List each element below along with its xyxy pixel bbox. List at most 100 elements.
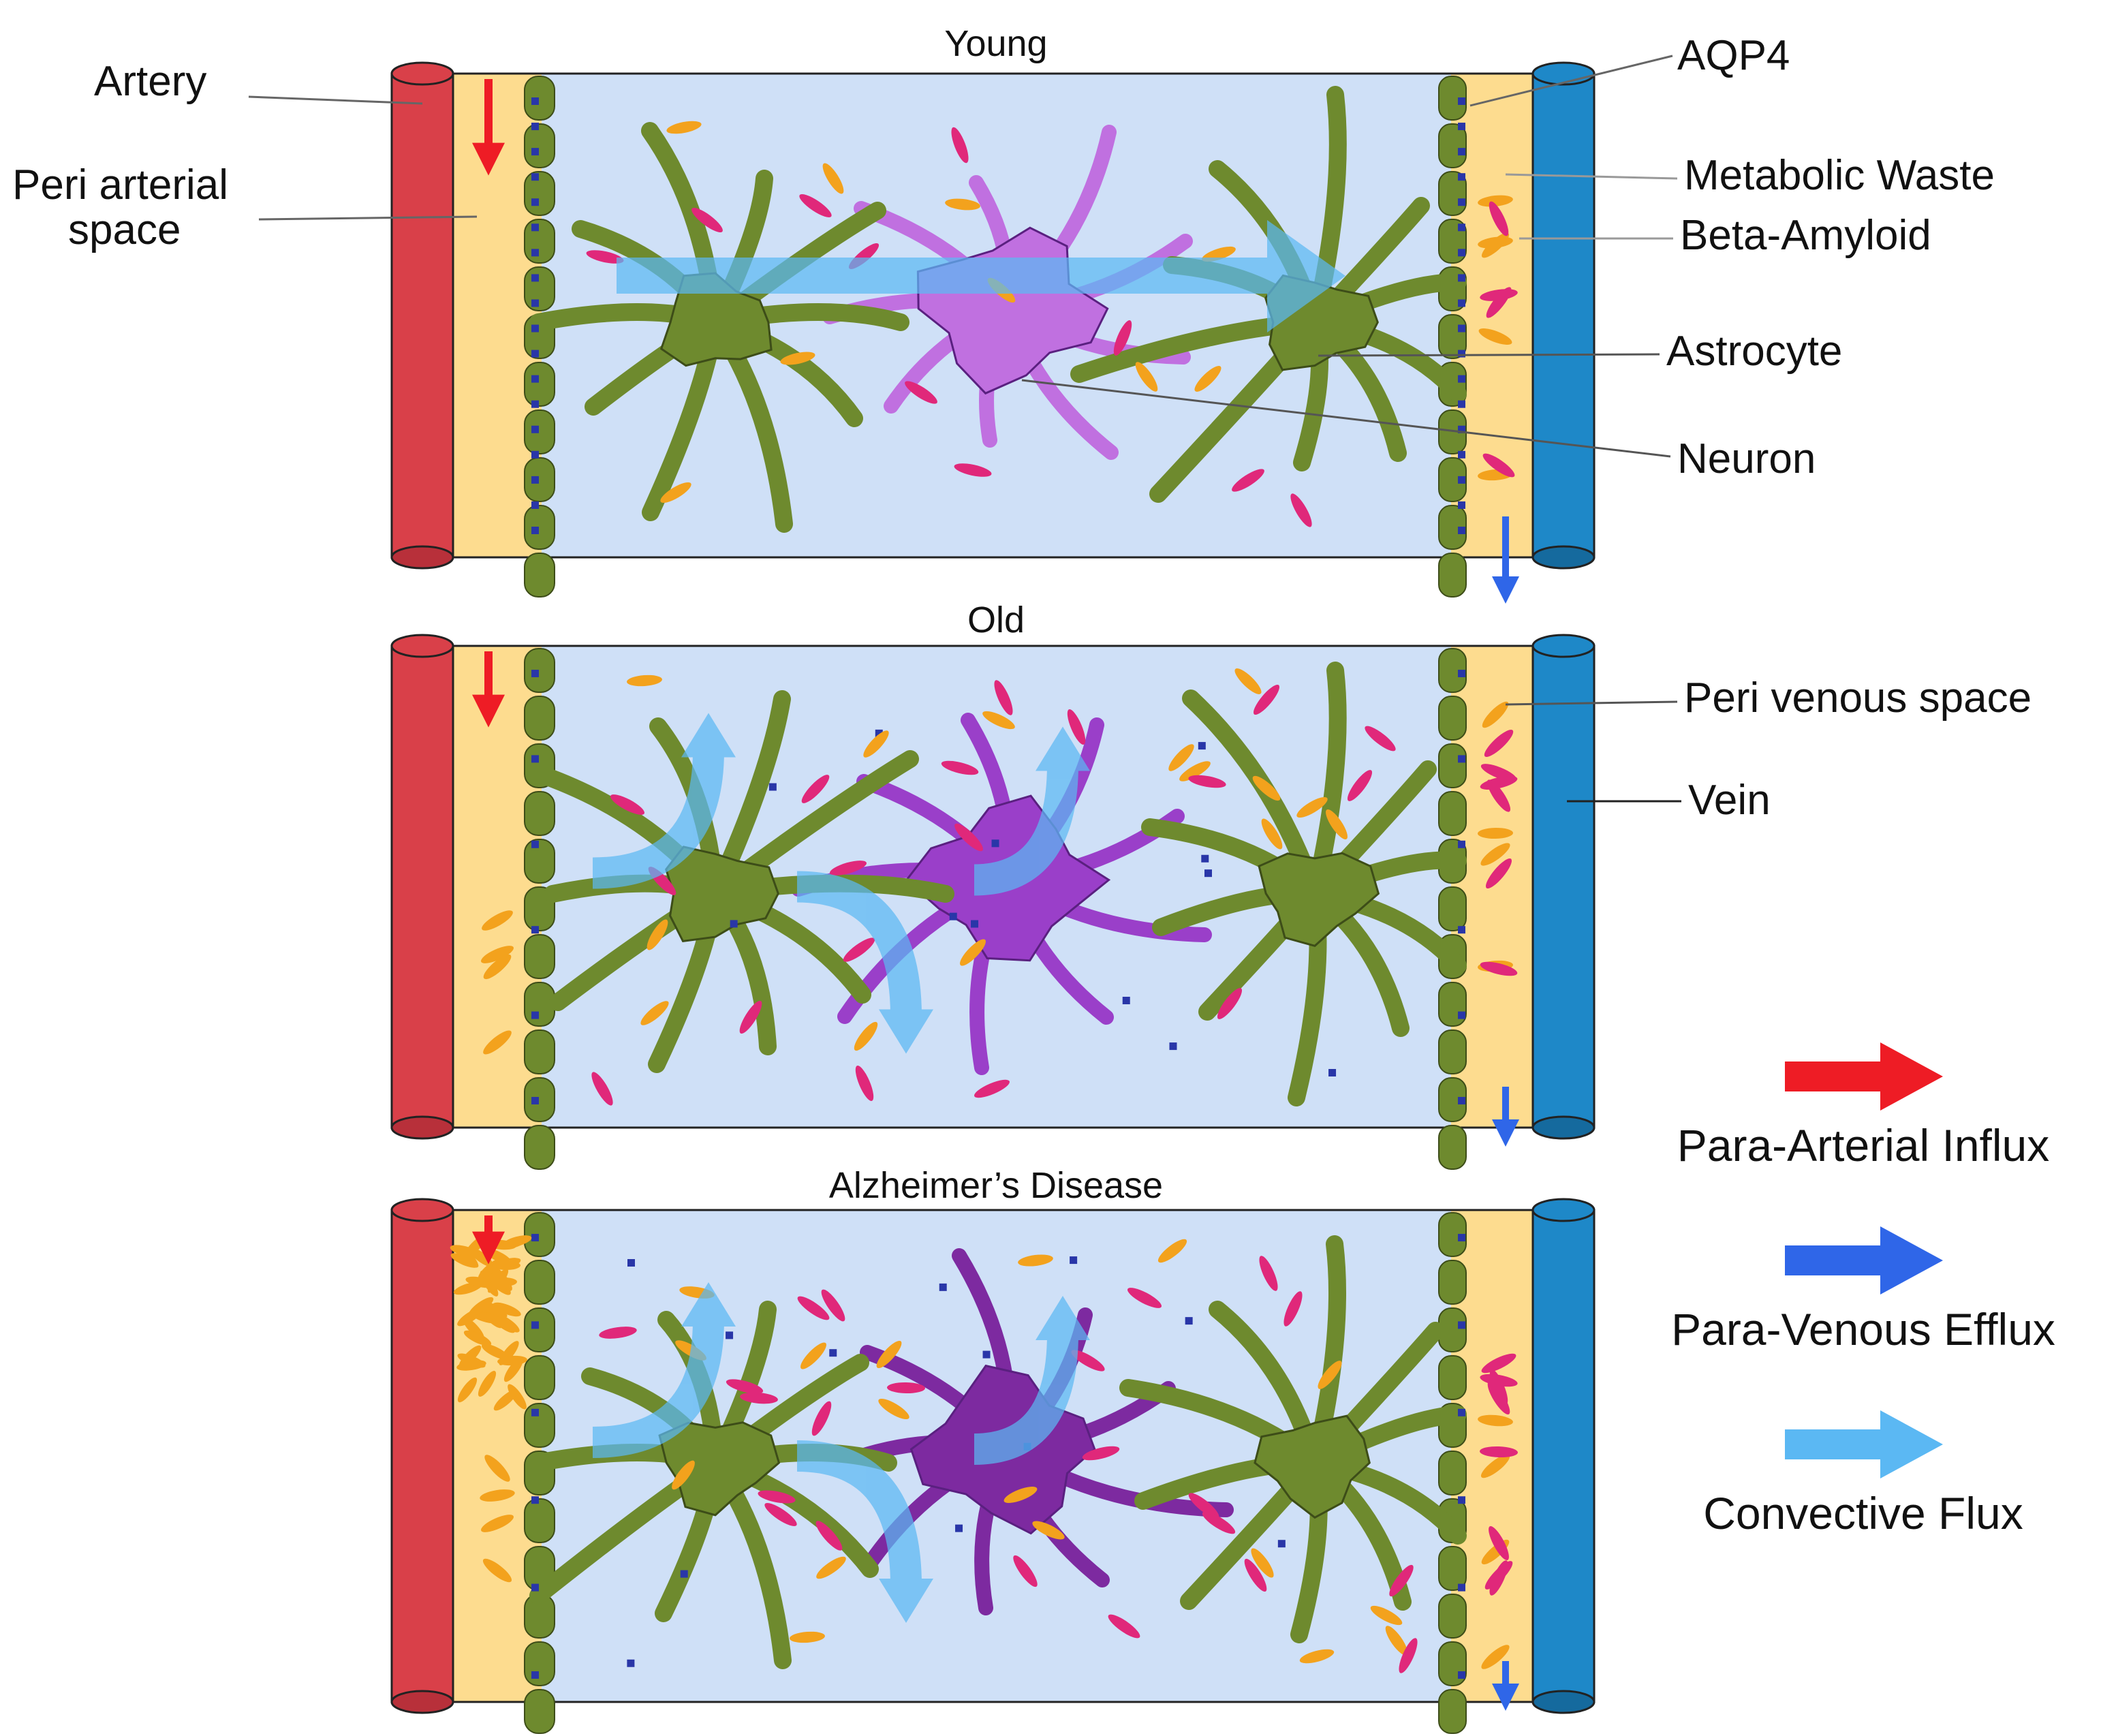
artery-top [390,61,454,86]
aqp4-channel [1458,1496,1465,1504]
aqp4-channel [1458,476,1465,484]
metabolic-waste-particle [1032,1521,1065,1540]
metabolic-waste-particle [1480,843,1510,866]
legend: Para-Arterial Influx Para-Venous Efflux … [1671,1042,2055,1538]
beta-amyloid-particle [994,680,1013,715]
astrocyte-body [1258,852,1380,947]
metabolic-waste-particle [1296,796,1328,818]
astrocyte-endfoot [1438,123,1467,168]
metabolic-waste-particle [1481,1645,1510,1669]
aqp4-channel [939,1283,947,1291]
aqp4-channel [680,1570,688,1578]
metabolic-waste-particle [1234,668,1262,694]
metabolic-waste-particle [481,1344,510,1360]
astrocyte-endfoot [1438,1355,1467,1400]
artery-label-text: Artery [94,58,206,105]
beta-amyloid-particle [1480,775,1518,790]
astrocyte-endfoot [1438,1212,1467,1257]
beta-amyloid-particle [1283,1291,1303,1327]
beta-amyloid-particle [1067,709,1086,745]
aqp4-channel [627,1259,635,1267]
astrocyte-endfoot [524,1212,555,1257]
beta-amyloid-particle [843,937,875,962]
astrocyte-endfoot [524,1077,555,1122]
astrocyte-endfoot [524,171,555,216]
aqp4-channel [531,926,539,934]
vein-label-text: Vein [1688,777,1771,824]
beta-amyloid-particle [815,1521,843,1551]
astrocyte-body [1254,1414,1371,1519]
neuron-label: Neuron [1021,379,1816,482]
astrocyte [1141,662,1467,1106]
convective-flux-arrowhead [879,1009,933,1054]
metabolic-waste-label-text: Metabolic Waste [1684,152,1995,199]
beta-amyloid-particle [954,463,992,477]
beta-amyloid-particle [610,794,645,815]
aqp4-channel [1201,854,1209,863]
metabolic-waste-particle [483,1030,512,1055]
astrocyte-endfoot [524,1260,555,1305]
astrocyte-endfoot [1438,886,1467,931]
beta-amyloid-particle [1489,201,1509,236]
aqp4-channel [875,729,883,737]
metabolic-waste-particle [780,352,815,365]
legend-blue-arrow [1785,1226,1943,1295]
artery-bottom [390,1115,454,1140]
vein-bottom [1531,1115,1596,1140]
astrocyte-endfoot [524,1125,555,1170]
aqp4-channel [1458,97,1465,105]
astrocyte-endfoot [1438,743,1467,788]
aqp4-channel [531,840,539,848]
aqp4-channel [531,97,539,105]
metabolic-waste-particle [982,711,1015,730]
convective-flux-arrow [974,764,1078,896]
metabolic-waste-particle [457,1377,478,1403]
astrocyte-endfeet-venous [1438,76,1467,598]
aqp4-channel [1185,1317,1193,1325]
vein-vessel [1531,645,1596,1129]
metabolic-waste-particle [458,1345,482,1368]
vein-bottom [1531,545,1596,570]
beta-amyloid-particle [1202,1511,1236,1534]
metabolic-waste-particle [1251,1548,1274,1578]
beta-amyloid-particle [1482,453,1515,478]
beta-amyloid-particle [1127,1288,1162,1308]
beta-amyloid-particle [1480,1446,1518,1458]
aqp4-channel [1169,1042,1177,1051]
beta-amyloid-particle [591,1072,613,1106]
aqp4-channel [531,123,539,131]
artery-top [390,1198,454,1222]
aqp4-channel [982,1350,991,1359]
aqp4-label-text: AQP4 [1677,32,1790,79]
aqp4-channel [1458,1321,1465,1329]
aqp4-channel [531,1408,539,1416]
beta-amyloid-particle [821,1289,845,1322]
metabolic-waste-particle [1478,195,1513,207]
aqp4-channel [531,1234,539,1241]
astrocyte-endfoot [1438,1260,1467,1305]
beta-amyloid-particle [887,1382,925,1394]
legend-light-blue-arrow [1785,1410,1943,1478]
aqp4-channel [531,476,539,484]
beta-amyloid-particle [758,1490,796,1504]
astrocyte-endfoot [524,1355,555,1400]
metabolic-waste-particle [666,121,702,134]
beta-amyloid-particle [1259,1256,1278,1291]
artery-bottom [390,545,454,570]
astrocyte-endfoot [1438,76,1467,121]
artery-bottom [390,1690,454,1714]
beta-amyloid-particle [1253,684,1280,715]
metabolic-waste-particle [1482,701,1509,728]
aqp4-channel [531,1321,539,1329]
aqp4-channel [1277,1540,1286,1548]
aqp4-channel [1328,1068,1337,1076]
aqp4-channel [531,299,539,307]
beta-amyloid-particle [1365,726,1396,751]
legend-label-convective-flux: Convective Flux [1703,1488,2023,1538]
panel-ad [390,1198,1596,1734]
metabolic-waste-particle [1018,1254,1053,1267]
vein-top [1531,61,1596,86]
aqp4-channel [1458,501,1465,509]
astrocyte-endfoot [524,1403,555,1448]
astrocyte-endfoot [1438,791,1467,836]
